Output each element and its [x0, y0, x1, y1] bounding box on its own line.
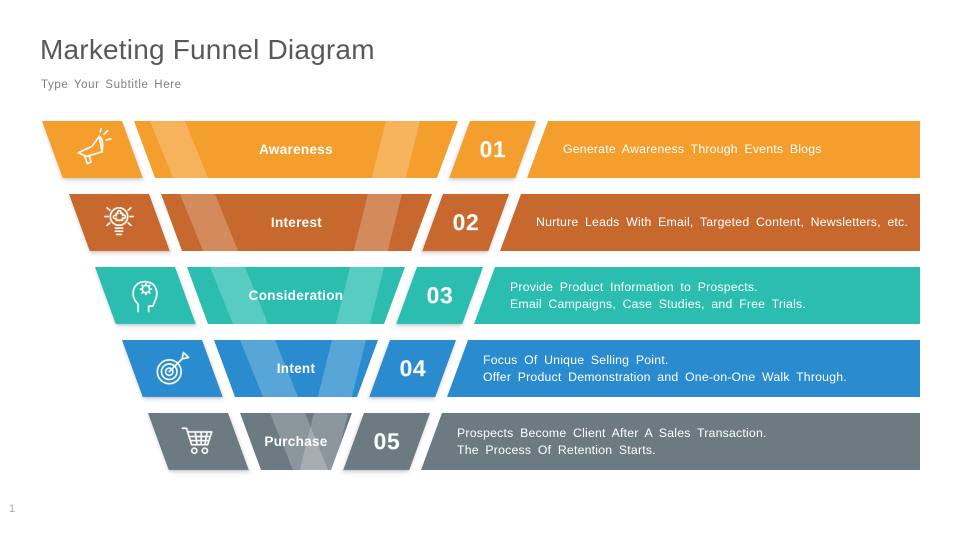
stage-label: Consideration [248, 288, 344, 303]
stage-label: Interest [270, 215, 323, 230]
stage-description-cell: Provide Product Information to Prospects… [474, 267, 920, 324]
page-title: Marketing Funnel Diagram [40, 34, 375, 65]
funnel-highlight-ribbon-right [372, 121, 420, 178]
slide-subtitle: Type Your Subtitle Here [41, 79, 182, 91]
stage-number-cell: 03 [396, 267, 483, 324]
stage-description: Nurture Leads With Email, Targeted Conte… [536, 215, 908, 230]
stage-number: 01 [479, 136, 507, 162]
stage-icon-cell [95, 267, 196, 324]
stage-label-cell: Awareness [134, 121, 458, 178]
stage-number-cell: 02 [422, 194, 509, 251]
stage-label-cell: Interest [161, 194, 432, 251]
megaphone-icon [77, 127, 112, 165]
funnel-stage-interest: Interest 02 Nurture Leads With Email, Ta… [0, 194, 960, 251]
funnel-stage-purchase: Purchase 05 Prospects Become Client Afte… [0, 413, 960, 470]
funnel-stage-awareness: Awareness 01 Generate Awareness Through … [0, 121, 960, 178]
stage-label-cell: Intent [214, 340, 378, 397]
stage-number-cell: 01 [449, 121, 536, 178]
funnel-stage-consideration: Consideration 03 Provide Product Informa… [0, 267, 960, 324]
head-gears-icon [132, 280, 158, 312]
stage-number: 02 [452, 209, 480, 235]
stage-icon-cell [69, 194, 170, 251]
stage-number-cell: 04 [369, 340, 456, 397]
stage-number-cell: 05 [343, 413, 430, 470]
lightbulb-puzzle-icon [103, 206, 135, 235]
stage-label-cell: Purchase [240, 413, 352, 470]
stage-label: Intent [276, 361, 316, 376]
stage-description-cell: Nurture Leads With Email, Targeted Conte… [500, 194, 920, 251]
stage-label-cell: Consideration [187, 267, 405, 324]
stage-icon-cell [42, 121, 143, 178]
stage-icon-cell [122, 340, 223, 397]
page-number: 1 [9, 503, 16, 515]
funnel-highlight-ribbon-right [354, 194, 402, 251]
funnel-highlight-ribbon-left [180, 194, 238, 251]
stage-description-cell: Generate Awareness Through Events Blogs [527, 121, 920, 178]
target-arrow-icon [156, 351, 190, 384]
funnel-stage-intent: Intent 04 Focus Of Unique Selling Point.… [0, 340, 960, 397]
stage-description-cell: Prospects Become Client After A Sales Tr… [421, 413, 920, 470]
stage-number: 04 [399, 355, 427, 381]
stage-label: Awareness [259, 142, 333, 157]
stage-description-cell: Focus Of Unique Selling Point. Offer Pro… [447, 340, 920, 397]
stage-number: 03 [426, 282, 454, 308]
stage-number: 05 [373, 428, 401, 454]
funnel-highlight-ribbon-right [318, 340, 366, 397]
stage-description: Generate Awareness Through Events Blogs [563, 142, 822, 157]
shopping-cart-icon [181, 426, 213, 454]
stage-label: Purchase [264, 434, 328, 449]
funnel-highlight-ribbon-left [150, 121, 208, 178]
stage-description: Provide Product Information to Prospects… [510, 280, 806, 311]
stage-icon-cell [148, 413, 249, 470]
stage-description: Prospects Become Client After A Sales Tr… [457, 426, 767, 457]
stage-description: Focus Of Unique Selling Point. Offer Pro… [483, 353, 847, 384]
